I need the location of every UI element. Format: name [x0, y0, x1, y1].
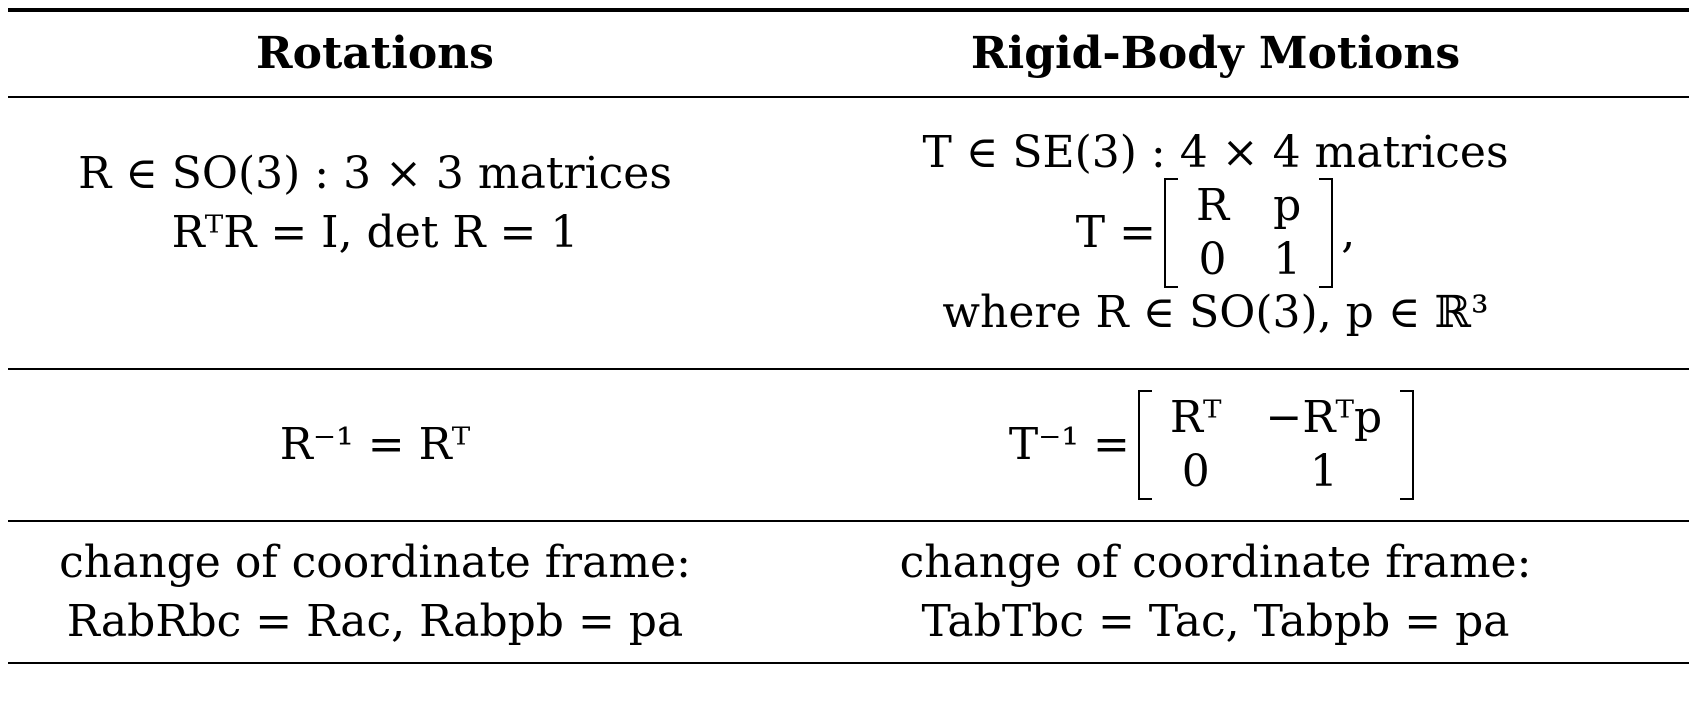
definition-row: R ∈ SO(3) : 3 × 3 matrices RᵀR = I, det …: [8, 97, 1689, 370]
left-bracket: [1137, 389, 1152, 501]
rigid-body-frame-formula: TabTbc = Tac, Tabpb = pa: [921, 596, 1510, 647]
comparison-table: Rotations Rigid-Body Motions R ∈ SO(3) :…: [8, 8, 1689, 664]
rigid-body-inverse-grid: Rᵀ −Rᵀp 0 1: [1152, 390, 1400, 501]
matrix-cell: 0: [1181, 446, 1210, 497]
matrix-cell: 1: [1309, 446, 1338, 497]
rigid-body-inverse-lhs: T⁻¹ =: [1008, 419, 1130, 471]
rigid-body-inverse-cell: T⁻¹ = Rᵀ −Rᵀp 0 1: [742, 369, 1689, 522]
rigid-body-frame-label: change of coordinate frame:: [899, 536, 1532, 588]
matrix-cell: Rᵀ: [1169, 391, 1222, 443]
header-row: Rotations Rigid-Body Motions: [8, 8, 1689, 98]
rotation-frame-label: change of coordinate frame:: [59, 536, 691, 588]
rotation-constraints: RᵀR = I, det R = 1: [171, 207, 579, 259]
inverse-row: R⁻¹ = Rᵀ T⁻¹ = Rᵀ −Rᵀp 0 1: [8, 369, 1689, 522]
header-rigid-body-motions: Rigid-Body Motions: [742, 8, 1689, 98]
rigid-body-matrix-lhs: T =: [1075, 207, 1156, 259]
header-rotations: Rotations: [8, 8, 742, 98]
rigid-body-matrix-trailing: ,: [1341, 207, 1356, 259]
left-bracket: [1163, 177, 1178, 289]
rotation-definition-cell: R ∈ SO(3) : 3 × 3 matrices RᵀR = I, det …: [8, 97, 742, 370]
matrix-cell: 0: [1198, 234, 1227, 285]
right-bracket: [1319, 177, 1334, 289]
rigid-body-matrix: R p 0 1: [1163, 177, 1334, 289]
rotation-inverse-cell: R⁻¹ = Rᵀ: [8, 369, 742, 522]
rotation-membership: R ∈ SO(3) : 3 × 3 matrices: [78, 148, 672, 200]
rigid-body-definition-cell: T ∈ SE(3) : 4 × 4 matrices T = R p 0 1 ,: [742, 97, 1689, 370]
right-bracket: [1400, 389, 1415, 501]
matrix-cell: −Rᵀp: [1265, 391, 1383, 443]
rigid-body-inverse-matrix: Rᵀ −Rᵀp 0 1: [1137, 389, 1415, 501]
rotation-inverse: R⁻¹ = Rᵀ: [279, 419, 471, 471]
matrix-cell: p: [1273, 179, 1302, 231]
matrix-cell: R: [1195, 179, 1230, 231]
rigid-body-matrix-line: T = R p 0 1 ,: [742, 177, 1689, 289]
rotation-frame-cell: change of coordinate frame: RabRbc = Rac…: [8, 521, 742, 664]
matrix-cell: 1: [1273, 234, 1302, 285]
rigid-body-matrix-grid: R p 0 1: [1178, 178, 1319, 289]
frame-change-row: change of coordinate frame: RabRbc = Rac…: [8, 521, 1689, 664]
rigid-body-inverse-line: T⁻¹ = Rᵀ −Rᵀp 0 1: [742, 389, 1689, 501]
rigid-body-frame-cell: change of coordinate frame: TabTbc = Tac…: [742, 521, 1689, 664]
rotation-frame-formula: RabRbc = Rac, Rabpb = pa: [66, 596, 684, 647]
rigid-body-where-clause: where R ∈ SO(3), p ∈ ℝ³: [942, 287, 1489, 339]
rigid-body-membership: T ∈ SE(3) : 4 × 4 matrices: [922, 127, 1509, 179]
